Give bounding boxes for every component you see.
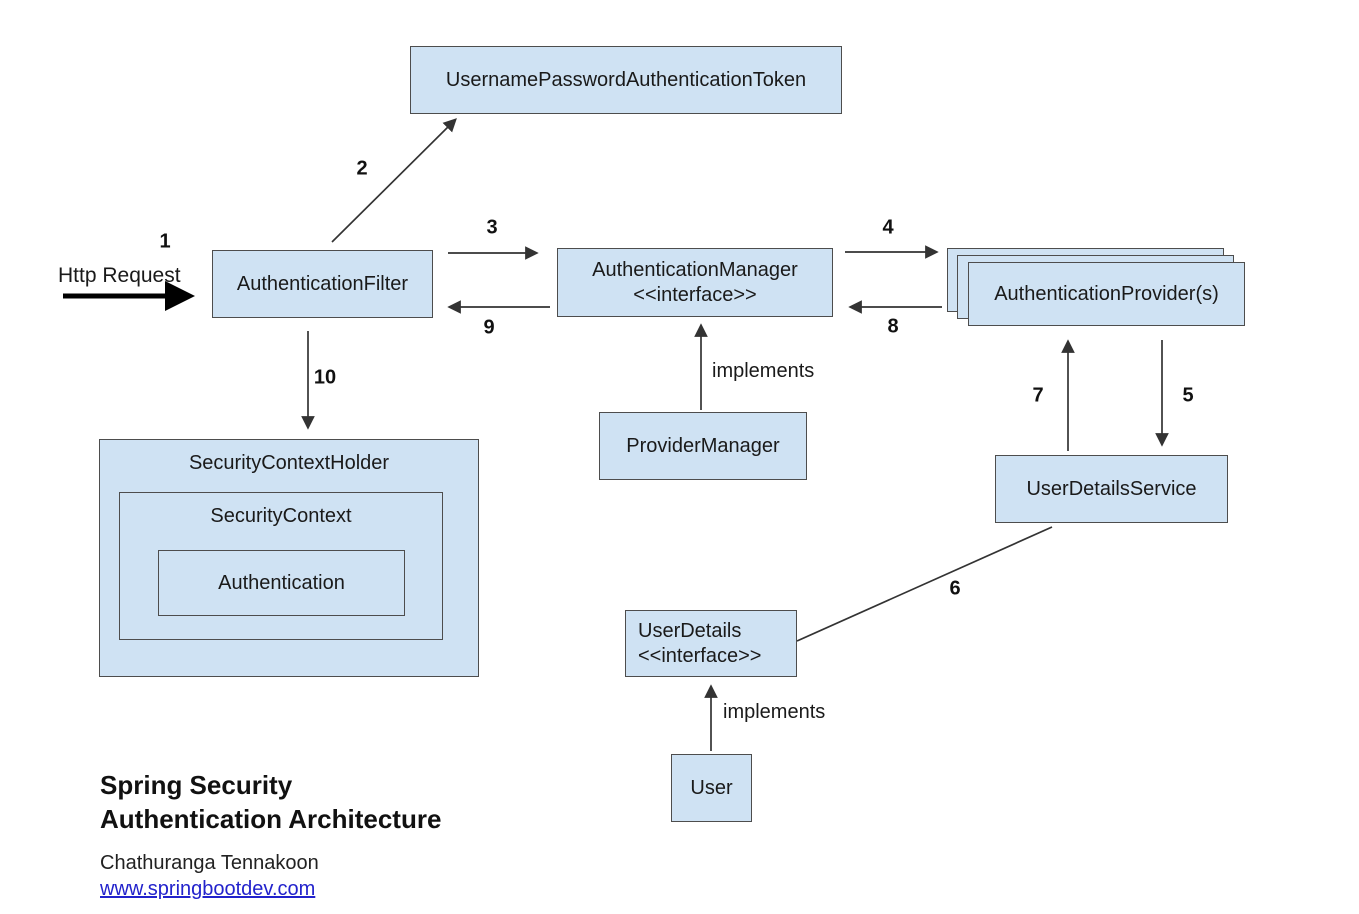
step-number-8: 8 (887, 315, 899, 338)
security-context-holder-box: SecurityContextHolder SecurityContext Au… (99, 439, 479, 677)
username-password-authentication-token-box: UsernamePasswordAuthenticationToken (410, 46, 842, 114)
step-number-4: 4 (882, 216, 894, 239)
step-number-5: 5 (1182, 384, 1194, 407)
step-number-10: 10 (313, 366, 337, 389)
step-number-9: 9 (483, 316, 495, 339)
step-number-7: 7 (1032, 384, 1044, 407)
user-details-box: UserDetails <<interface>> (625, 610, 797, 677)
authentication-providers-stack: AuthenticationProvider(s) (947, 248, 1247, 328)
authentication-filter-box: AuthenticationFilter (212, 250, 433, 318)
authentication-manager-box: AuthenticationManager <<interface>> (557, 248, 833, 317)
security-context-box: SecurityContext Authentication (119, 492, 443, 640)
step-number-6: 6 (949, 577, 961, 600)
user-box: User (671, 754, 752, 822)
user-details-service-box: UserDetailsService (995, 455, 1228, 523)
diagram-title: Spring Security Authentication Architect… (100, 768, 441, 836)
implements-label-provider-manager: implements (712, 360, 815, 382)
diagram-title-line2: Authentication Architecture (100, 804, 442, 834)
user-details-label: UserDetails (638, 620, 742, 643)
http-request-label: Http Request (58, 264, 181, 287)
authentication-box: Authentication (158, 550, 405, 616)
arrow-step-2-filter-to-token (331, 118, 457, 243)
authentication-manager-stereotype: <<interface>> (633, 283, 757, 306)
authentication-provider-box-front: AuthenticationProvider(s) (968, 262, 1245, 326)
implements-label-user: implements (723, 701, 826, 723)
step-number-3: 3 (486, 216, 498, 239)
step-number-2: 2 (356, 157, 368, 180)
diagram-title-line1: Spring Security (100, 770, 293, 800)
website-link[interactable]: www.springbootdev.com (100, 878, 316, 900)
authentication-manager-label: AuthenticationManager (592, 259, 798, 282)
provider-manager-box: ProviderManager (599, 412, 807, 480)
line-step-6-userdetails-to-service (796, 526, 1053, 642)
security-context-holder-label: SecurityContextHolder (188, 452, 390, 474)
step-number-1: 1 (159, 230, 171, 253)
security-context-label: SecurityContext (210, 505, 352, 527)
user-details-stereotype: <<interface>> (638, 644, 762, 667)
author-name: Chathuranga Tennakoon (100, 852, 319, 874)
